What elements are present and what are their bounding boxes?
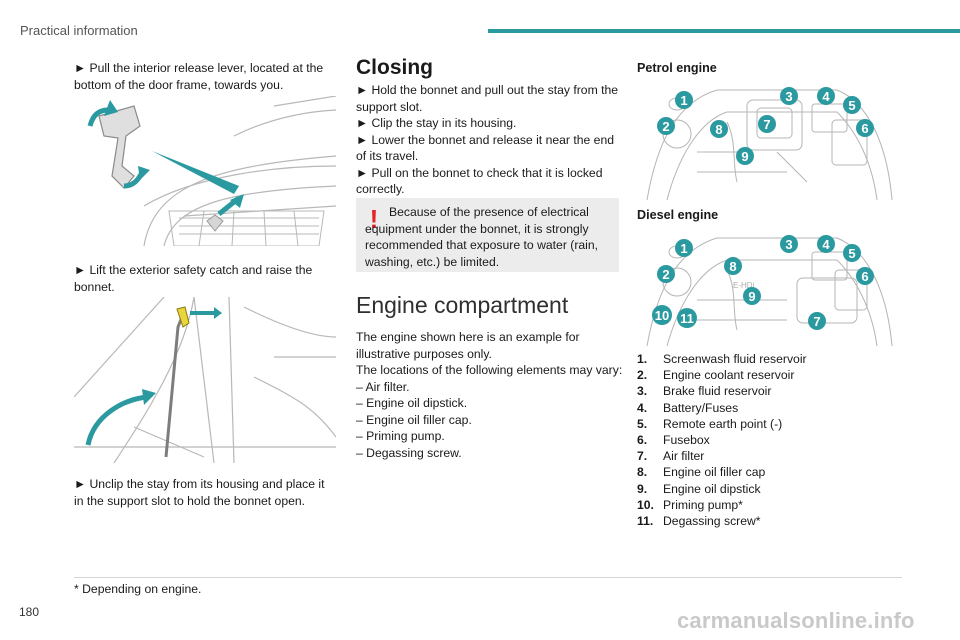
- engine-compartment-heading: Engine compartment: [356, 292, 569, 318]
- closing-step: ► Clip the stay in its housing.: [356, 116, 517, 130]
- callout-2: 2: [662, 267, 669, 282]
- callout-8: 8: [715, 122, 722, 137]
- legend-item: 3.Brake fluid reservoir: [637, 384, 772, 399]
- step-unclip-stay: ► Unclip the stay from its housing and p…: [74, 477, 325, 508]
- intro-line: The engine shown here is an example for …: [356, 330, 580, 361]
- legend-item: 9.Engine oil dipstick: [637, 481, 761, 496]
- closing-steps: ► Hold the bonnet and pull out the stay …: [356, 82, 624, 198]
- callout-1: 1: [680, 93, 687, 108]
- callout-7: 7: [763, 117, 770, 132]
- petrol-engine-diagram: 1 2 3 4 5 6 7 8 9: [646, 87, 893, 200]
- callout-4: 4: [822, 237, 830, 252]
- warning-box: ! Because of the presence of electrical …: [356, 198, 619, 272]
- diesel-engine-badge: E-HDi: [733, 281, 755, 290]
- callout-1: 1: [680, 241, 687, 256]
- closing-step: ► Lower the bonnet and release it near t…: [356, 132, 615, 164]
- step-lift-catch: ► Lift the exterior safety catch and rai…: [74, 263, 313, 294]
- legend-item: 2.Engine coolant reservoir: [637, 368, 795, 383]
- closing-step: ► Hold the bonnet and pull out the stay …: [356, 83, 619, 114]
- intro-line: – Engine oil dipstick.: [356, 396, 468, 410]
- section-title: Practical information: [20, 23, 138, 38]
- callout-11: 11: [680, 311, 694, 326]
- callout-4: 4: [822, 89, 830, 104]
- page-number: 180: [19, 605, 40, 619]
- intro-line: The locations of the following elements …: [356, 363, 623, 377]
- legend-item: 11.Degassing screw*: [637, 514, 761, 529]
- legend-item: 8.Engine oil filler cap: [637, 465, 766, 480]
- diesel-callouts: 1 2 3 4 5 6 7 8 9 10 11: [652, 235, 874, 330]
- legend-item: 4.Battery/Fuses: [637, 400, 739, 415]
- release-lever-illustration: [87, 96, 336, 246]
- intro-line: – Priming pump.: [356, 429, 445, 443]
- legend-item: 6.Fusebox: [637, 433, 710, 448]
- bonnet-stay-illustration: [74, 297, 336, 463]
- legend-item: 1.Screenwash fluid reservoir: [637, 352, 807, 366]
- legend-item: 5.Remote earth point (-): [637, 416, 783, 431]
- warning-text: Because of the presence of electrical eq…: [365, 205, 599, 269]
- diesel-engine-diagram: E-HDi 1 2 3 4 5 6 7 8 9 10 11: [646, 235, 893, 346]
- intro-line: – Degassing screw.: [356, 445, 462, 460]
- engine-intro: The engine shown here is an example for …: [356, 329, 624, 461]
- petrol-callouts: 1 2 3 4 5 6 7 8 9: [657, 87, 874, 165]
- closing-heading: Closing: [356, 56, 433, 79]
- callout-3: 3: [785, 89, 792, 104]
- callout-9: 9: [748, 289, 755, 304]
- callout-9: 9: [741, 149, 748, 164]
- closing-step: ► Pull on the bonnet to check that it is…: [356, 165, 603, 197]
- legend-item: 7.Air filter: [637, 449, 705, 464]
- legend-item: 10.Priming pump*: [637, 497, 743, 512]
- callout-2: 2: [662, 119, 669, 134]
- callout-7: 7: [813, 314, 820, 329]
- footnote: * Depending on engine.: [74, 582, 202, 596]
- callout-5: 5: [848, 246, 855, 261]
- callout-10: 10: [655, 308, 669, 323]
- callout-6: 6: [861, 121, 868, 136]
- exclamation-icon: !: [369, 204, 379, 234]
- header-accent-bar: [488, 29, 960, 33]
- intro-line: – Air filter.: [356, 379, 410, 394]
- callout-6: 6: [861, 269, 868, 284]
- callout-3: 3: [785, 237, 792, 252]
- petrol-engine-label: Petrol engine: [637, 61, 717, 75]
- callout-5: 5: [848, 98, 855, 113]
- callout-8: 8: [729, 259, 736, 274]
- intro-line: – Engine oil filler cap.: [356, 412, 472, 427]
- step-release-lever: ► Pull the interior release lever, locat…: [74, 61, 324, 92]
- footnote-divider: [74, 577, 902, 578]
- watermark: carmanualsonline.info: [677, 608, 915, 633]
- diesel-engine-label: Diesel engine: [637, 208, 719, 222]
- component-legend: 1.Screenwash fluid reservoir 2.Engine co…: [637, 351, 807, 529]
